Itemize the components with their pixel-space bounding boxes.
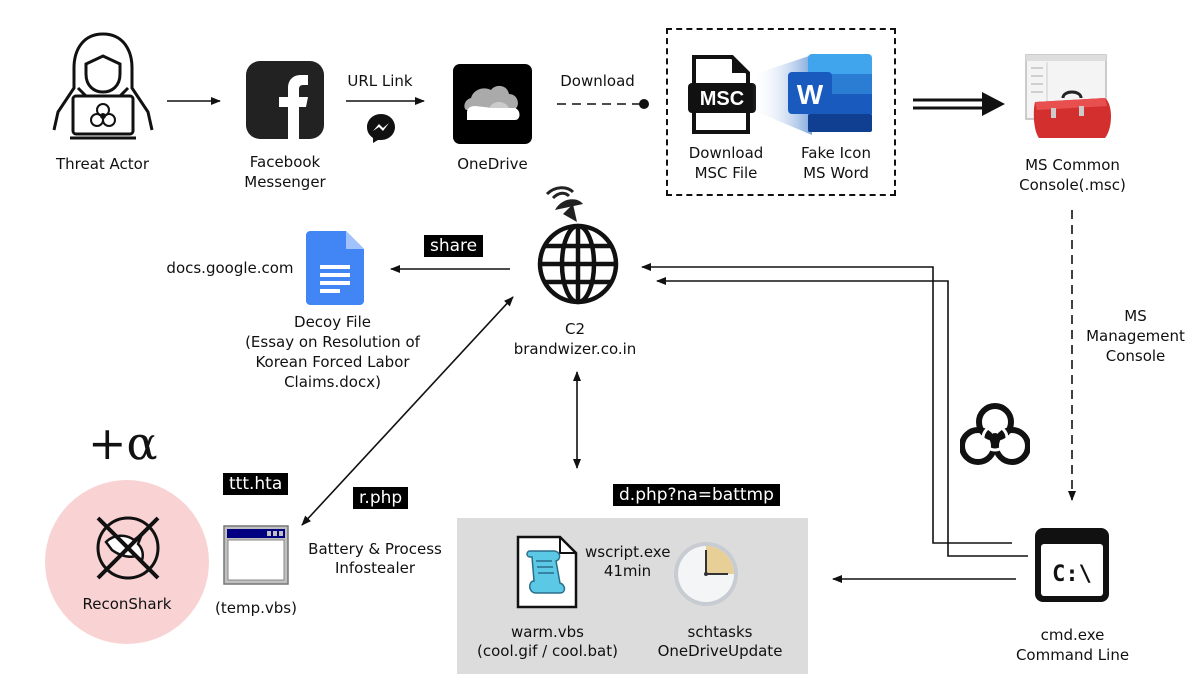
cmd-label-1: cmd.exe — [1040, 626, 1105, 644]
ttt-hta-tag: ttt.hta — [223, 473, 289, 495]
warm-vbs-label-1: warm.vbs — [511, 623, 584, 641]
biohazard-icon — [960, 403, 1030, 465]
mmc-label-2: Management — [1086, 327, 1185, 345]
download-label: Download — [560, 72, 635, 90]
cmd-icon[interactable]: C:\ — [1033, 526, 1111, 604]
d-php-tag: d.php?na=battmp — [613, 484, 780, 506]
cmd-icon-text: C:\ — [1052, 562, 1092, 587]
r-php-tag: r.php — [353, 487, 409, 509]
arrow-cmd-to-c2-b — [656, 277, 1028, 557]
reconshark-circle — [45, 480, 209, 644]
wscript-label-1: wscript.exe — [585, 543, 671, 561]
url-link-label: URL Link — [347, 72, 413, 90]
threat-actor-label: Threat Actor — [55, 155, 150, 173]
decoy-label-1: Decoy File — [294, 313, 371, 331]
c2-label-2: brandwizer.co.in — [513, 340, 637, 358]
facebook-icon[interactable] — [246, 61, 324, 139]
infostealer-label-2: Infostealer — [334, 559, 416, 577]
arrow-cmd-to-c2-a — [641, 263, 1012, 544]
onedrive-label: OneDrive — [457, 155, 528, 173]
messenger-icon — [367, 114, 395, 143]
c2-label-1: C2 — [564, 320, 586, 338]
temp-vbs-label: (temp.vbs) — [215, 599, 297, 617]
google-docs-icon[interactable] — [306, 231, 364, 305]
mmc-toolbox-icon[interactable] — [1023, 52, 1118, 147]
onedrive-icon[interactable] — [453, 64, 532, 144]
c2-globe-icon[interactable] — [533, 186, 623, 310]
word-icon-text: W — [797, 79, 824, 110]
word-icon[interactable]: W — [788, 54, 872, 132]
infostealer-label-1: Battery & Process — [308, 540, 442, 558]
decoy-label-2: (Essay on Resolution of — [245, 333, 420, 351]
schtasks-label-2: OneDriveUpdate — [657, 642, 783, 660]
window-icon[interactable] — [223, 525, 289, 585]
facebook-label-1: Facebook — [249, 153, 321, 171]
decoy-label-3: Korean Forced Labor — [255, 353, 410, 371]
cmd-label-2: Command Line — [1015, 646, 1130, 664]
clock-icon[interactable] — [672, 540, 740, 608]
reconshark-label: ReconShark — [82, 595, 172, 613]
ms-console-label-2: Console(.msc) — [1019, 176, 1126, 194]
fake-icon-label-1: Fake Icon — [801, 144, 871, 162]
msc-icon-text: MSC — [700, 88, 744, 110]
arrow-to-console-head — [982, 92, 1005, 116]
msc-group-box — [666, 28, 896, 196]
mmc-label-1: MS — [1124, 307, 1147, 325]
download-endpoint — [639, 99, 649, 109]
persistence-box — [457, 518, 808, 674]
plus-alpha-label: +α — [88, 416, 158, 470]
arrow-c2-temp-vbs — [301, 296, 514, 526]
vbs-script-icon[interactable] — [516, 535, 578, 609]
msc-file-icon[interactable]: MSC — [688, 55, 758, 135]
mmc-label-3: Console — [1105, 347, 1166, 365]
msc-file-label-1: Download — [688, 144, 764, 162]
hacker-icon — [52, 32, 154, 140]
wscript-label-2: 41min — [603, 562, 652, 580]
share-tag: share — [424, 235, 484, 257]
decoy-label-4: Claims.docx) — [284, 373, 381, 391]
fake-icon-label-2: MS Word — [803, 164, 869, 182]
docs-site-label: docs.google.com — [166, 259, 294, 277]
facebook-label-2: Messenger — [244, 173, 326, 191]
warm-vbs-label-2: (cool.gif / cool.bat) — [477, 642, 618, 660]
reconshark-shark-icon — [96, 516, 160, 580]
ms-console-label-1: MS Common — [1025, 156, 1120, 174]
msc-file-label-2: MSC File — [694, 164, 758, 182]
schtasks-label-1: schtasks — [687, 623, 753, 641]
